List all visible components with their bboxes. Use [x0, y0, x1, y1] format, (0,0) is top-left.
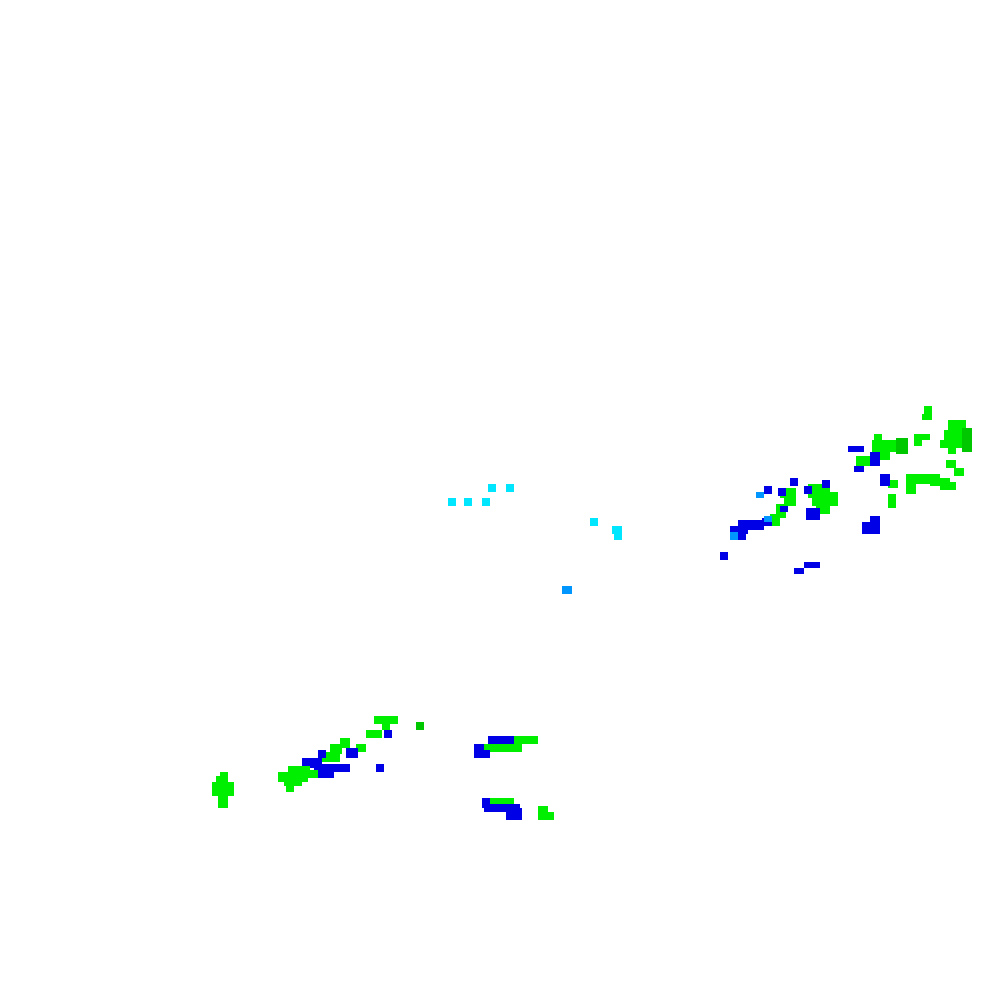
radar-echo-cell — [778, 488, 786, 496]
echo-cluster-south-central-cells — [474, 736, 554, 820]
radar-echo-cell — [770, 514, 780, 526]
radar-echo-cell — [780, 488, 796, 498]
radar-echo-cell — [286, 784, 294, 792]
radar-echo-cell — [924, 406, 932, 420]
radar-echo-cell — [320, 752, 340, 762]
radar-echo-cell — [948, 446, 956, 454]
radar-echo-cell — [218, 796, 228, 808]
radar-echo-cell — [962, 428, 972, 452]
radar-echo-cell — [822, 480, 830, 488]
radar-echo-cell — [906, 484, 916, 494]
radar-echo-cell — [614, 532, 622, 540]
radar-echo-cell — [888, 494, 896, 508]
radar-echo-cell — [948, 420, 966, 430]
radar-echo-cell — [730, 532, 738, 540]
radar-echo-cell — [514, 736, 538, 744]
radar-echo-cell — [856, 456, 874, 466]
echo-cluster-east-central-band — [720, 478, 838, 574]
radar-echo-cell — [318, 750, 326, 758]
radar-echo-cell — [448, 498, 456, 506]
radar-echo-cell — [374, 716, 398, 724]
echo-cluster-central-scattered — [448, 484, 622, 594]
radar-echo-cell — [736, 534, 746, 540]
radar-echo-cell — [940, 440, 970, 448]
radar-echo-cell — [346, 748, 358, 758]
radar-echo-cell — [790, 478, 798, 486]
radar-echo-cell — [612, 526, 622, 534]
radar-echo-cell — [562, 586, 572, 594]
radar-echo-cell — [794, 568, 804, 574]
radar-echo-cell — [480, 744, 522, 752]
radar-echo-cell — [376, 764, 384, 772]
radar-echo-cell — [906, 474, 940, 484]
radar-echo-cell — [804, 486, 812, 494]
radar-echo-cell — [896, 438, 908, 454]
radar-echo-cell — [812, 492, 838, 506]
radar-echo-cell — [482, 498, 490, 506]
radar-echo-cell — [914, 440, 922, 446]
radar-echo-cell — [888, 480, 898, 488]
radar-echo-cell — [816, 504, 830, 514]
radar-echo-cell — [284, 780, 302, 786]
radar-echo-cell — [954, 468, 964, 476]
radar-echo-cell — [784, 498, 796, 506]
radar-echo-cell — [382, 722, 390, 730]
radar-echo-cell — [490, 798, 514, 806]
radar-echo-cell — [880, 474, 890, 486]
radar-echo-cell — [720, 552, 728, 560]
radar-echo-cell — [870, 452, 880, 466]
radar-echo-cell — [590, 518, 598, 526]
radar-echo-cell — [874, 434, 882, 444]
radar-echo-cell — [946, 460, 956, 468]
radar-echo-cell — [356, 744, 366, 752]
radar-echo-cell — [212, 782, 234, 796]
radar-echo-cell — [302, 758, 322, 768]
radar-echo-cell — [764, 486, 772, 494]
radar-echo-cell — [506, 484, 514, 492]
radar-echo-cell — [340, 738, 350, 748]
radar-echo-cell — [848, 446, 864, 452]
radar-echo-cell — [416, 722, 424, 730]
radar-echo-cell — [464, 498, 472, 506]
radar-echo-cell — [474, 750, 490, 758]
radar-echo-cell — [806, 508, 820, 520]
radar-echo-cell — [330, 744, 342, 754]
radar-echo-cell — [366, 730, 382, 738]
radar-echo-cell — [878, 452, 890, 460]
radar-echo-cell — [484, 804, 520, 812]
radar-echo-cell — [940, 482, 956, 490]
radar-echo-cell — [288, 766, 310, 776]
radar-echo-cell — [220, 772, 228, 780]
radar-echo-cell — [488, 736, 514, 746]
radar-echo-cell — [914, 434, 930, 440]
echo-cluster-southwest-band — [212, 716, 424, 808]
radar-echo-cell — [384, 730, 392, 738]
radar-echo-cell — [804, 562, 820, 568]
radar-echo-cell — [730, 526, 748, 534]
radar-echo-cell — [862, 522, 880, 534]
radar-echo-cell — [488, 484, 496, 492]
radar-echo-cell — [944, 430, 968, 440]
radar-echo-cell — [870, 516, 880, 524]
radar-echo-cell — [922, 414, 932, 420]
radar-echo-cell — [854, 466, 864, 472]
radar-echo-cell — [506, 808, 522, 820]
radar-echo-cell — [278, 772, 308, 782]
radar-echo-cell — [540, 812, 554, 820]
radar-echo-cell — [764, 516, 772, 522]
radar-echo-cell — [756, 492, 764, 498]
radar-echo-cell — [780, 506, 788, 512]
radar-echo-cell — [738, 520, 764, 530]
echo-cluster-northeast-band — [848, 406, 972, 534]
radar-echo-cell — [314, 764, 350, 772]
radar-echo-cell — [308, 770, 318, 778]
radar-echo-cell — [318, 770, 334, 778]
